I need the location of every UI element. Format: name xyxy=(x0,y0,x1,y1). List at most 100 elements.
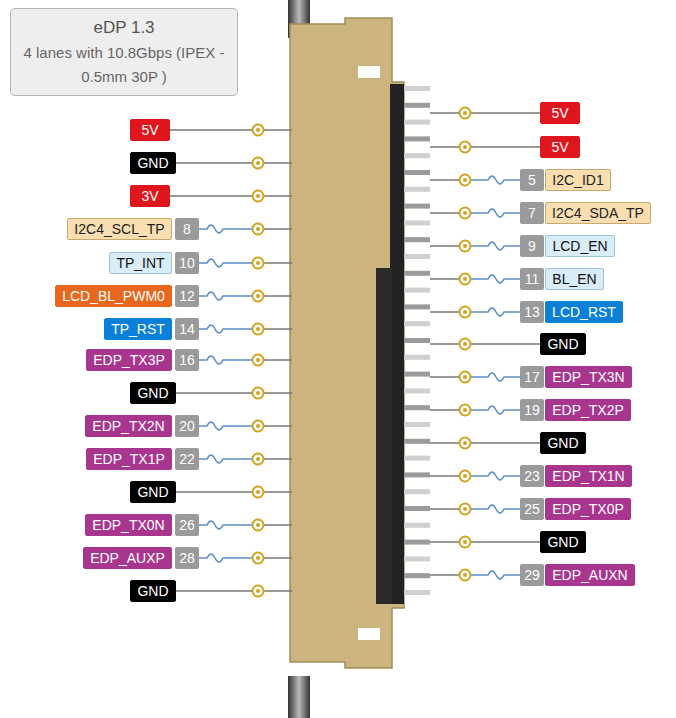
pin-dot xyxy=(460,108,471,119)
contact-pin xyxy=(404,321,430,326)
wire xyxy=(176,491,252,493)
pin-number-box: 26 xyxy=(175,514,199,536)
subtitle-text: 4 lanes with 10.8Gbps (IPEX - 0.5mm 30P … xyxy=(19,41,229,89)
signal-name: EDP_TX2P xyxy=(552,402,624,418)
contact-pin xyxy=(404,556,430,561)
pin-number: 14 xyxy=(179,321,195,337)
pin-number: 5 xyxy=(528,172,536,188)
pin-number: 9 xyxy=(528,238,536,254)
pin-dot xyxy=(253,421,264,432)
pin-dot xyxy=(253,191,264,202)
pin-dot xyxy=(256,556,260,560)
pin-lead xyxy=(430,311,459,313)
contact-pin xyxy=(404,187,430,192)
pin-lead xyxy=(264,524,292,526)
pin-number-box: 23 xyxy=(520,465,544,487)
pin-lead xyxy=(264,392,292,394)
wire xyxy=(199,422,252,430)
pin-dot xyxy=(256,391,260,395)
pin-dot xyxy=(460,307,471,318)
pin-dot xyxy=(256,261,260,265)
signal-name: LCD_BL_PWM0 xyxy=(62,288,165,304)
signal-name: GND xyxy=(137,155,168,171)
contact-pin xyxy=(404,288,430,293)
wire xyxy=(471,472,520,480)
signal-name: 5V xyxy=(141,122,158,138)
signal-name: EDP_TX0P xyxy=(552,501,624,517)
signal-name: GND xyxy=(547,435,578,451)
signal-box: EDP_TX1P xyxy=(86,448,172,470)
pin-dot xyxy=(253,324,264,335)
pin-dot xyxy=(463,441,467,445)
pin-number: 28 xyxy=(179,550,195,566)
pin-dot xyxy=(460,405,471,416)
signal-box: LCD_BL_PWM0 xyxy=(55,285,172,307)
wire xyxy=(170,195,252,197)
pin-dot xyxy=(256,227,260,231)
contact-pin xyxy=(404,338,430,343)
pin-number-box: 14 xyxy=(175,318,199,340)
signal-box: 5V xyxy=(130,119,170,141)
pin-lead xyxy=(430,442,459,444)
pin-dot xyxy=(460,274,471,285)
pin-number: 25 xyxy=(524,501,540,517)
contact-pin xyxy=(404,523,430,528)
pin-dot xyxy=(253,553,264,564)
contact-pin xyxy=(404,120,430,125)
pin-dot xyxy=(256,294,260,298)
contact-pin xyxy=(404,170,430,175)
pin-lead xyxy=(264,328,292,330)
pin-dot xyxy=(463,573,467,577)
pin-dot xyxy=(256,358,260,362)
pin-dot xyxy=(463,277,467,281)
contact-pin xyxy=(404,103,430,108)
pin-lead xyxy=(430,541,459,543)
signal-box: 3V xyxy=(130,185,170,207)
signal-box: GND xyxy=(540,432,586,454)
signal-box: EDP_AUXN xyxy=(545,564,635,586)
pin-dot xyxy=(463,178,467,182)
contact-pin xyxy=(404,573,430,578)
wire xyxy=(471,176,520,184)
pin-dot xyxy=(256,424,260,428)
signal-box: TP_RST xyxy=(104,318,172,340)
pin-dot xyxy=(253,258,264,269)
pin-number-box: 17 xyxy=(520,366,544,388)
pin-lead xyxy=(430,343,459,345)
contact-pin xyxy=(404,237,430,242)
pin-dot xyxy=(253,388,264,399)
signal-name: I2C4_SDA_TP xyxy=(552,205,644,221)
pin-dot xyxy=(463,244,467,248)
wire xyxy=(199,521,252,529)
signal-box: GND xyxy=(540,333,586,355)
wire xyxy=(471,343,540,345)
pin-dot xyxy=(253,355,264,366)
signal-box: EDP_TX2N xyxy=(85,415,172,437)
pin-number: 10 xyxy=(179,255,195,271)
pin-wires xyxy=(170,108,540,597)
contact-pin xyxy=(404,304,430,309)
wire xyxy=(471,242,520,250)
wire xyxy=(471,442,540,444)
wire xyxy=(471,308,520,316)
pin-number-box: 7 xyxy=(520,202,544,224)
pin-dot xyxy=(460,339,471,350)
pin-number: 26 xyxy=(179,517,195,533)
signal-name: GND xyxy=(137,583,168,599)
title-text: eDP 1.3 xyxy=(93,15,154,41)
signal-name: EDP_TX0N xyxy=(92,517,164,533)
contact-pin xyxy=(404,506,430,511)
pin-lead xyxy=(430,146,459,148)
connector-pins xyxy=(404,86,430,595)
pin-lead xyxy=(264,458,292,460)
signal-box: GND xyxy=(130,382,176,404)
contact-pin xyxy=(404,489,430,494)
contact-pin xyxy=(404,422,430,427)
wire xyxy=(199,455,252,463)
wire xyxy=(176,392,252,394)
signal-box: I2C4_SDA_TP xyxy=(545,202,651,224)
wire xyxy=(199,259,252,267)
pin-number: 16 xyxy=(179,352,195,368)
pin-lead xyxy=(430,212,459,214)
